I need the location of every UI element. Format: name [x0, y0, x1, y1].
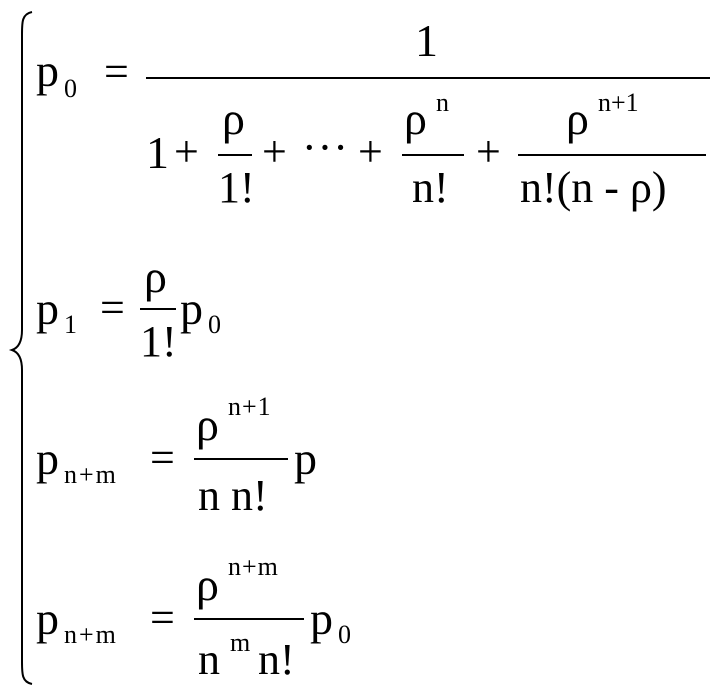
eq4-num: ρ	[196, 559, 219, 610]
eq1-plus-2: +	[262, 127, 287, 176]
eq1-term3-sup: n+1	[598, 88, 639, 117]
eq4-fraction-bar	[194, 618, 304, 620]
eq3-lhs-subscript: n+m	[64, 460, 118, 489]
eq2-rhs-subscript: 0	[208, 310, 221, 339]
eq4-rhs-subscript: 0	[338, 620, 351, 649]
eq2-lhs-p: p	[36, 283, 59, 334]
eq1-lhs-subscript: 0	[64, 74, 77, 103]
eq4-rhs-p: p	[310, 593, 333, 644]
eq1-term2-num: ρ	[404, 93, 427, 144]
eq1-plus-4: +	[476, 127, 501, 176]
eq3-fraction-bar	[194, 458, 288, 460]
eq2-rhs-p: p	[180, 283, 203, 334]
eq3-equals: =	[150, 433, 175, 482]
eq3-num: ρ	[196, 399, 219, 450]
eq1-term2-bar	[402, 154, 464, 156]
eq1-term1-den: 1!	[218, 163, 255, 212]
eq1-term2-sup: n	[436, 88, 449, 117]
eq4-den-n: n	[198, 635, 220, 684]
eq4-num-sup: n+m	[228, 552, 279, 581]
eq1-equals: =	[104, 47, 129, 96]
eq1-den-one: 1	[146, 127, 169, 178]
eq1-dots: ···	[302, 123, 349, 172]
eq1-term1-bar	[218, 154, 252, 156]
eq2-num: ρ	[144, 251, 167, 302]
eq1-term3-bar	[518, 154, 706, 156]
eq4-lhs-subscript: n+m	[64, 620, 118, 649]
eq4-lhs-p: p	[36, 593, 59, 644]
eq3-lhs-p: p	[36, 433, 59, 484]
eq2-den: 1!	[140, 317, 177, 366]
eq4-equals: =	[150, 593, 175, 642]
eq1-lhs-p: p	[36, 45, 59, 96]
eq1-term3-den: n!(n - ρ)	[520, 163, 667, 212]
eq3-rhs-p: p	[294, 433, 317, 484]
eq2-lhs-subscript: 1	[64, 310, 77, 339]
eq1-plus-3: +	[358, 127, 383, 176]
eq1-numerator: 1	[415, 15, 438, 66]
eq3-den: n n!	[198, 471, 268, 520]
eq1-plus-1: +	[174, 127, 199, 176]
eq1-term3-num: ρ	[566, 93, 589, 144]
eq2-fraction-bar	[140, 308, 176, 310]
eq4-den-sup: m	[230, 628, 251, 657]
eq1-main-fraction-bar	[146, 77, 710, 79]
eq4-den-fact: n!	[258, 635, 295, 684]
eq2-equals: =	[100, 283, 125, 332]
eq3-num-sup: n+1	[228, 392, 272, 421]
eq1-term2-den: n!	[412, 163, 449, 212]
left-brace-icon	[8, 11, 33, 685]
eq1-term1-num: ρ	[222, 93, 245, 144]
